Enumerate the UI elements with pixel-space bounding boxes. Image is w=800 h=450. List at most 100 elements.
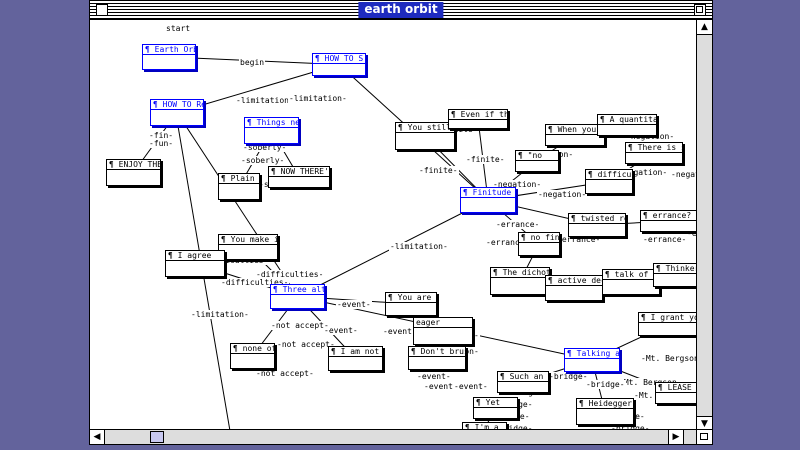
link-label[interactable]: -negation- <box>625 132 676 141</box>
link-label[interactable]: -negation- <box>492 180 543 189</box>
link-label[interactable]: -negation- <box>618 168 669 177</box>
link-label[interactable]: -negation- <box>537 190 588 199</box>
scroll-up-icon[interactable]: ▲ <box>697 20 712 35</box>
link-label[interactable]: -event- <box>453 382 489 391</box>
map-node-thinkers[interactable]: ¶ Thinkers... <box>653 263 696 287</box>
link-label[interactable]: -Mt. Bergson- <box>618 378 683 387</box>
link-line <box>177 125 231 431</box>
title-bar[interactable]: earth orbit <box>90 1 712 20</box>
map-node-igrant[interactable]: ¶ I grant you... <box>638 312 696 336</box>
link-label[interactable]: -limitation- <box>190 310 250 319</box>
link-label[interactable]: -bridge- <box>585 380 626 389</box>
link-label[interactable]: -event- <box>323 326 359 335</box>
map-node-talkdiss[interactable]: ¶ talk of diss... <box>602 269 660 295</box>
node-title: ¶ twisted rev... <box>569 214 625 224</box>
link-label[interactable]: -bridge- <box>548 372 589 381</box>
link-label[interactable]: -errance- <box>556 235 602 244</box>
link-label[interactable]: -finite- <box>465 155 506 164</box>
map-node-youareign[interactable]: ¶ You are ign... <box>385 292 437 316</box>
map-node-howto_s[interactable]: ¶ HOW TO S... <box>312 53 366 76</box>
scroll-left-icon[interactable]: ◀ <box>90 430 105 444</box>
link-label[interactable]: -errance- <box>495 220 541 229</box>
scroll-thumb[interactable] <box>150 431 164 443</box>
link-label[interactable]: -fun- <box>148 139 175 148</box>
link-label[interactable]: -fin- <box>148 131 175 140</box>
map-node-whenyou[interactable]: ¶ When you sa... <box>545 124 605 146</box>
node-title: eager <box>414 318 472 328</box>
link-label[interactable]: -bridge- <box>610 424 651 431</box>
link-label[interactable]: -not accept- <box>255 369 315 378</box>
node-title: ¶ The dichot... <box>491 268 549 278</box>
link-label[interactable]: -errance- <box>485 238 531 247</box>
horizontal-scrollbar[interactable]: ◀ ▶ <box>90 429 697 444</box>
link-label[interactable]: -event- <box>382 327 418 336</box>
node-title: ¶ I'm a <box>463 423 506 431</box>
link-label[interactable]: -finite- <box>438 125 479 134</box>
map-node-finitude[interactable]: ¶ Finitude <box>460 187 516 213</box>
map-node-eager[interactable]: eager <box>413 317 473 345</box>
link-label[interactable]: -Mt. Bergson- <box>640 354 696 363</box>
map-node-suchan[interactable]: ¶ Such an <box>497 371 549 393</box>
link-label[interactable]: begin <box>239 58 266 67</box>
link-label[interactable]: -difficulties- <box>200 256 270 265</box>
node-title: ¶ Plain talk <box>219 174 259 184</box>
map-node-talkingabo[interactable]: ¶ Talking abo... <box>564 348 620 372</box>
map-node-noneof[interactable]: ¶ none of t... <box>230 343 275 369</box>
link-label[interactable]: -event- <box>423 382 459 391</box>
scroll-down-icon[interactable]: ▼ <box>697 416 712 431</box>
map-node-evenif[interactable]: ¶ Even if ther... <box>448 109 508 129</box>
map-node-twisted[interactable]: ¶ twisted rev... <box>568 213 626 237</box>
map-node-lease[interactable]: ¶ LEASE <box>655 382 696 404</box>
link-label[interactable]: -soberly- <box>240 156 286 165</box>
map-node-nofinal[interactable]: ¶ no final <box>518 232 560 256</box>
link-label[interactable]: -event- <box>336 300 372 309</box>
scroll-right-icon[interactable]: ▶ <box>668 430 684 444</box>
map-node-dichot[interactable]: ¶ The dichot... <box>490 267 550 295</box>
node-title: ¶ Things neve... <box>245 118 298 128</box>
node-title: ¶ Don't brush... <box>409 347 465 357</box>
map-node-youstill[interactable]: ¶ You still h... <box>395 122 455 150</box>
map-node-ima[interactable]: ¶ I'm a <box>462 422 507 431</box>
link-label[interactable]: -not accept- <box>270 321 330 330</box>
map-node-yet[interactable]: ¶ Yet <box>473 397 518 419</box>
link-label[interactable]: -errance- <box>686 229 696 238</box>
link-label[interactable]: -bridge- <box>493 424 534 431</box>
map-node-errance_q[interactable]: ¶ errance? <box>640 210 696 232</box>
link-label[interactable]: -difficulties- <box>220 278 290 287</box>
link-label[interactable]: -limitation- <box>288 94 348 103</box>
map-node-things[interactable]: ¶ Things neve... <box>244 117 299 144</box>
map-node-plain[interactable]: ¶ Plain talk <box>218 173 260 200</box>
vertical-scrollbar[interactable]: ▲ ▼ <box>696 20 712 431</box>
map-node-actdec[interactable]: ¶ active dece... <box>545 275 603 301</box>
size-box[interactable] <box>696 429 712 444</box>
link-label[interactable]: -limitation- <box>389 242 449 251</box>
link-label[interactable]: -soberly- <box>242 143 288 152</box>
map-node-iagree[interactable]: ¶ I agree <box>165 250 225 277</box>
link-label[interactable]: -difficulties- <box>255 270 325 279</box>
map-node-thereis[interactable]: ¶ There is still <box>625 142 683 164</box>
close-box[interactable] <box>96 4 108 16</box>
map-node-quant[interactable]: ¶ A quantitat... <box>597 114 657 136</box>
map-node-enjoy[interactable]: ¶ ENJOY THE... <box>106 159 161 186</box>
map-node-dontbrush[interactable]: ¶ Don't brush... <box>408 346 466 370</box>
link-label[interactable]: -limitation- <box>235 96 295 105</box>
link-label[interactable]: -negation- <box>670 170 696 179</box>
link-label[interactable]: -finite- <box>418 166 459 175</box>
node-title: ¶ There is still <box>626 143 682 153</box>
map-node-difficu[interactable]: ¶ difficu <box>585 169 633 194</box>
map-node-iamnot[interactable]: ¶ I am not s... <box>328 346 383 371</box>
map-node-no[interactable]: ¶ "no <box>515 150 559 172</box>
map-node-earth[interactable]: ¶ Earth Orbit <box>142 44 196 70</box>
node-title: ¶ Such an <box>498 372 548 382</box>
map-node-nowthere[interactable]: ¶ NOW THERE'S <box>268 166 330 188</box>
link-label[interactable]: -not accept- <box>276 340 336 349</box>
zoom-box[interactable] <box>694 4 706 16</box>
map-node-three[interactable]: ¶ Three alter... <box>270 284 325 309</box>
map-node-heidegger[interactable]: ¶ Heidegger... <box>576 398 634 425</box>
link-label[interactable]: -errance- <box>642 235 688 244</box>
link-label[interactable]: -event- <box>416 372 452 381</box>
map-node-youmake[interactable]: ¶ You make it... <box>218 234 278 260</box>
link-label[interactable]: start <box>165 24 192 33</box>
map-node-howto_re[interactable]: ¶ HOW TO Re... <box>150 99 204 126</box>
